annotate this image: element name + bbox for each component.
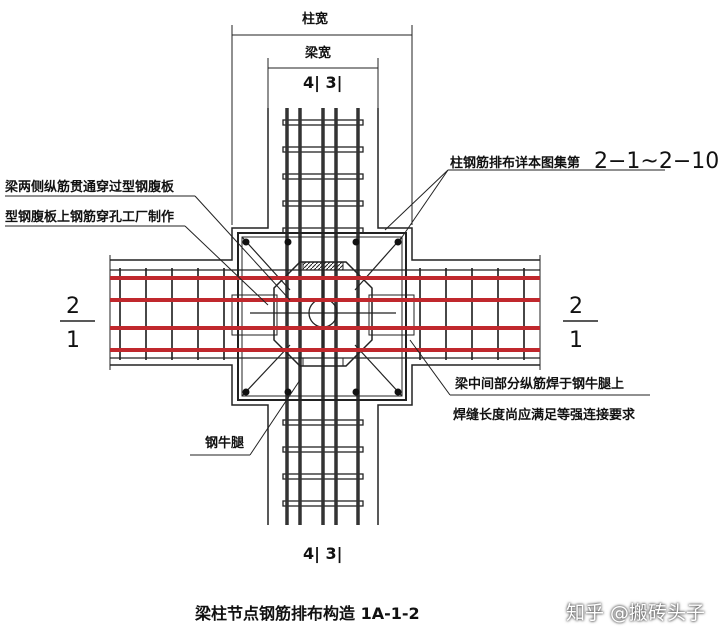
bar-marks-top: 4| 3| xyxy=(303,73,343,92)
steel-corbel xyxy=(231,294,278,336)
note-column-rebar: 柱钢筋排布详本图集第 xyxy=(450,156,581,171)
leader xyxy=(409,339,451,396)
note-weld-bars: 梁中间部分纵筋焊于钢牛腿上 xyxy=(455,377,625,392)
leader xyxy=(184,225,269,306)
note-column-pages: 2−1~2−10页 xyxy=(594,149,719,174)
leader xyxy=(194,195,291,301)
steel-flange xyxy=(302,261,344,271)
note-through-bars: 梁两侧纵筋贯通穿过型钢腹板 xyxy=(5,180,175,195)
leader xyxy=(399,169,449,241)
concrete-outline xyxy=(110,108,540,525)
corner-bar xyxy=(394,238,402,246)
beam-width-label: 梁宽 xyxy=(305,46,332,61)
leader xyxy=(384,169,449,231)
diagonal-tie xyxy=(241,344,291,397)
corner-bar xyxy=(242,238,250,246)
watermark: 知乎 @搬砖头子 xyxy=(565,602,705,624)
section-left-num: 2 xyxy=(66,294,80,319)
column-width-label: 柱宽 xyxy=(302,12,329,27)
corner-bar xyxy=(352,238,360,246)
bar-marks-bottom: 4| 3| xyxy=(303,544,343,563)
drawing-caption: 梁柱节点钢筋排布构造 1A-1-2 xyxy=(195,604,420,623)
note-weld-length: 焊缝长度尚应满足等强连接要求 xyxy=(453,408,636,423)
diagonal-tie xyxy=(354,236,403,291)
diagonal-tie xyxy=(354,344,403,397)
note-steel-corbel: 钢牛腿 xyxy=(205,436,245,451)
diagonal-tie xyxy=(241,236,291,291)
steel-web-plate xyxy=(273,261,373,367)
joint-stirrup xyxy=(237,232,407,401)
joint-stirrup-inner xyxy=(241,236,403,397)
section-right-num: 2 xyxy=(569,294,583,319)
corner-bar xyxy=(394,388,402,396)
section-left-den: 1 xyxy=(66,328,80,353)
corner-bar xyxy=(352,388,360,396)
corner-bar xyxy=(284,238,292,246)
corner-bar xyxy=(284,388,292,396)
note-factory-holes: 型钢腹板上钢筋穿孔工厂制作 xyxy=(5,210,175,225)
steel-corbel xyxy=(368,294,415,336)
section-right-den: 1 xyxy=(569,328,583,353)
corner-bar xyxy=(242,388,250,396)
leader xyxy=(249,379,301,456)
